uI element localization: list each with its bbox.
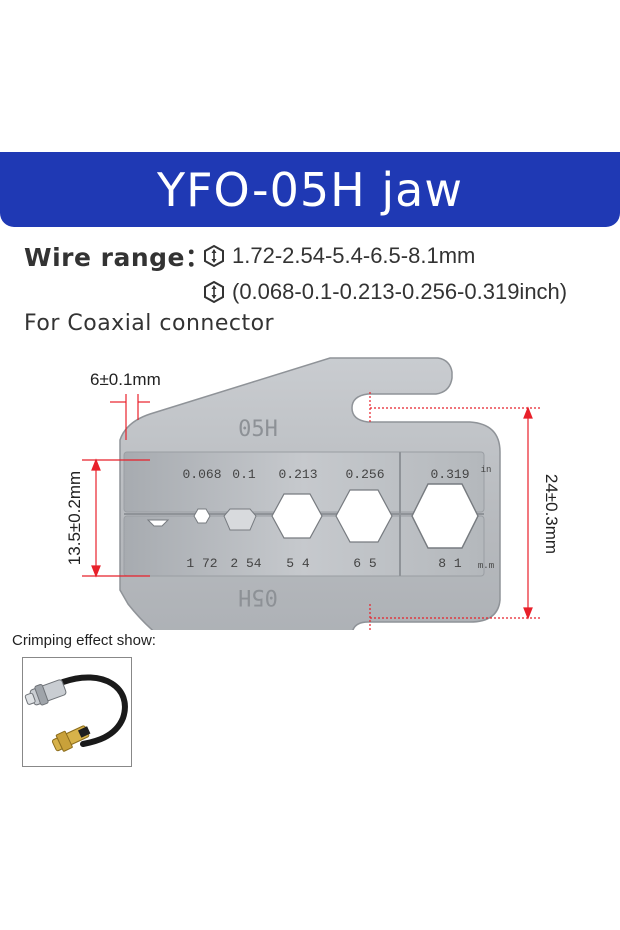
- wire-range-mm: 1.72-2.54-5.4-6.5-8.1mm: [202, 243, 475, 269]
- diameter-icon: [204, 280, 224, 304]
- cavity-2-54: [193, 508, 211, 524]
- inch-label-4: 0.256: [345, 467, 384, 482]
- wire-range-inch-text: (0.068-0.1-0.213-0.256-0.319inch): [232, 279, 568, 304]
- cavity-5-4: [223, 508, 257, 531]
- cavity-1-72: [146, 519, 170, 527]
- title-banner: YFO-05H jaw: [0, 152, 620, 227]
- wire-range-inch: (0.068-0.1-0.213-0.256-0.319inch): [202, 279, 567, 305]
- mm-label-3: 5 4: [286, 556, 310, 571]
- jaw-diagram: 05H 05H 0.068 0.1 0.213 0.256 0.319 in 1…: [65, 357, 561, 630]
- dimension-lines: [82, 392, 540, 630]
- mm-label-2: 2 54: [230, 556, 261, 571]
- subtitle: For Coaxial connector: [24, 311, 275, 336]
- crimping-effect-image: [22, 657, 132, 767]
- inch-label-5: 0.319: [430, 467, 469, 482]
- inch-label-1: 0.068: [182, 467, 221, 482]
- cavity-6-5: [271, 493, 323, 539]
- inch-label-2: 0.1: [232, 467, 256, 482]
- dim-span-label: 24±0.3mm: [542, 474, 561, 554]
- dim-width-label: 6±0.1mm: [90, 370, 161, 389]
- coax-connector-icon: [24, 674, 128, 752]
- diameter-icon: [204, 244, 224, 268]
- mm-label-4: 6 5: [353, 556, 376, 571]
- jaw-bottom-mark: 05H: [238, 584, 278, 609]
- wire-range-label: Wire range：: [24, 243, 211, 272]
- inch-unit: in: [481, 465, 492, 475]
- cavity-large: [411, 483, 479, 549]
- cavity-8-1: [335, 489, 393, 543]
- mm-label-1: 1 72: [186, 556, 217, 571]
- crimping-effect-label: Crimping effect show:: [12, 632, 156, 649]
- banner-title: YFO-05H jaw: [157, 162, 463, 217]
- wire-range-mm-text: 1.72-2.54-5.4-6.5-8.1mm: [232, 243, 476, 268]
- jaw-top-mark: 05H: [238, 417, 278, 442]
- dim-height-label: 13.5±0.2mm: [65, 471, 84, 565]
- inch-label-3: 0.213: [278, 467, 317, 482]
- mm-unit: m.m: [478, 561, 494, 571]
- mm-label-5: 8 1: [438, 556, 462, 571]
